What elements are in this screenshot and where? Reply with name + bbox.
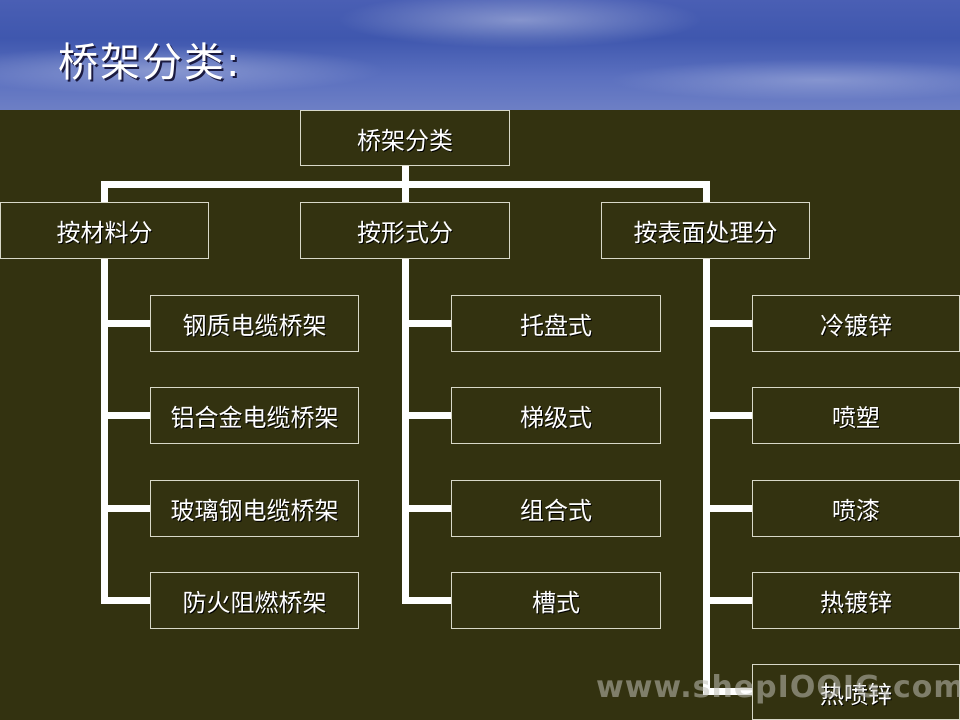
item-node: 钢质电缆桥架 bbox=[150, 295, 359, 352]
connector-2-1 bbox=[402, 320, 452, 327]
item-node: 喷漆 bbox=[752, 480, 960, 537]
root-node: 桥架分类 bbox=[300, 110, 510, 166]
connector-3-5 bbox=[703, 688, 753, 695]
connector-3-4 bbox=[703, 597, 753, 604]
branch-drop-line-2 bbox=[402, 181, 409, 203]
item-node: 喷塑 bbox=[752, 387, 960, 444]
item-node: 铝合金电缆桥架 bbox=[150, 387, 359, 444]
item-node: 防火阻燃桥架 bbox=[150, 572, 359, 629]
category-node-form: 按形式分 bbox=[300, 202, 510, 259]
branch-drop-line-1 bbox=[101, 181, 108, 203]
item-node: 组合式 bbox=[451, 480, 661, 537]
connector-3-3 bbox=[703, 505, 753, 512]
connector-1-1 bbox=[101, 320, 151, 327]
branch-drop-line-3 bbox=[703, 181, 710, 203]
item-node: 冷镀锌 bbox=[752, 295, 960, 352]
category-2-spine bbox=[402, 258, 409, 603]
item-node: 托盘式 bbox=[451, 295, 661, 352]
item-node: 热喷锌 bbox=[752, 664, 960, 720]
item-node: 玻璃钢电缆桥架 bbox=[150, 480, 359, 537]
item-node: 槽式 bbox=[451, 572, 661, 629]
category-3-spine bbox=[703, 258, 710, 693]
connector-2-4 bbox=[402, 597, 452, 604]
connector-1-4 bbox=[101, 597, 151, 604]
category-node-surface: 按表面处理分 bbox=[601, 202, 810, 259]
connector-3-2 bbox=[703, 412, 753, 419]
connector-1-3 bbox=[101, 505, 151, 512]
slide-title: 桥架分类: bbox=[58, 40, 242, 86]
sky-header-band bbox=[0, 0, 960, 110]
category-node-material: 按材料分 bbox=[0, 202, 209, 259]
item-node: 梯级式 bbox=[451, 387, 661, 444]
connector-1-2 bbox=[101, 412, 151, 419]
connector-2-2 bbox=[402, 412, 452, 419]
category-1-spine bbox=[101, 258, 108, 603]
watermark: www.shepIOOIG.com bbox=[596, 670, 960, 705]
connector-3-1 bbox=[703, 320, 753, 327]
root-stem-line bbox=[402, 165, 409, 185]
connector-2-3 bbox=[402, 505, 452, 512]
item-node: 热镀锌 bbox=[752, 572, 960, 629]
